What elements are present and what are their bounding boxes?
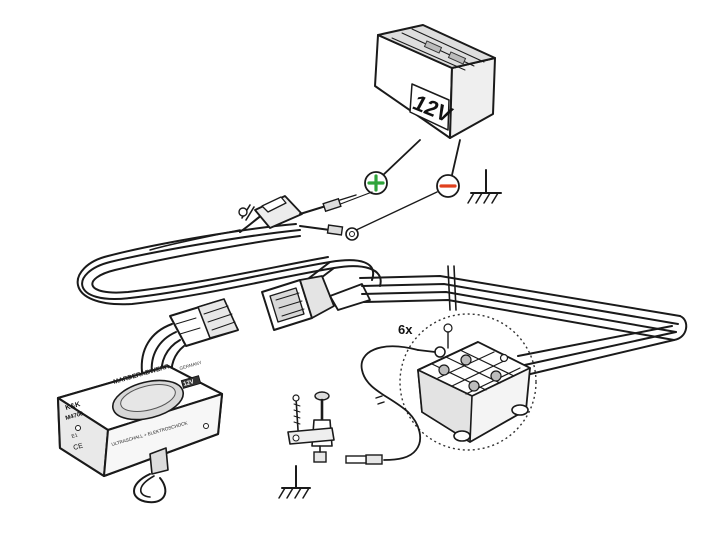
module-model: M4700: [65, 411, 85, 422]
cable-harness: [76, 214, 382, 306]
module-cert: E1: [71, 432, 79, 440]
hood-switch: [287, 391, 335, 463]
minus-terminal-icon: [436, 174, 460, 198]
module-origin: GERMANY: [179, 360, 202, 371]
contact-plate-detail: 6x: [398, 313, 537, 451]
battery-icon: 12V: [374, 24, 496, 139]
module-brand: K&K: [65, 401, 82, 412]
switch-ground-icon: [278, 465, 311, 499]
module-voltage: 12V: [183, 379, 195, 388]
ring-terminal: [299, 224, 359, 241]
plus-terminal-icon: [364, 171, 388, 195]
control-module: MARDERABWEHR GERMANY 12V K&K M4700 E1 CE…: [56, 360, 224, 504]
ground-lead: [345, 345, 422, 465]
connector-right: [261, 275, 371, 331]
contact-plate-count: 6x: [398, 322, 413, 337]
long-cable: [359, 265, 688, 377]
screw-icon: [292, 394, 301, 431]
module-ce: CE: [73, 442, 85, 452]
fuse-holder-icon: [238, 194, 357, 229]
ground-icon: [467, 169, 502, 204]
